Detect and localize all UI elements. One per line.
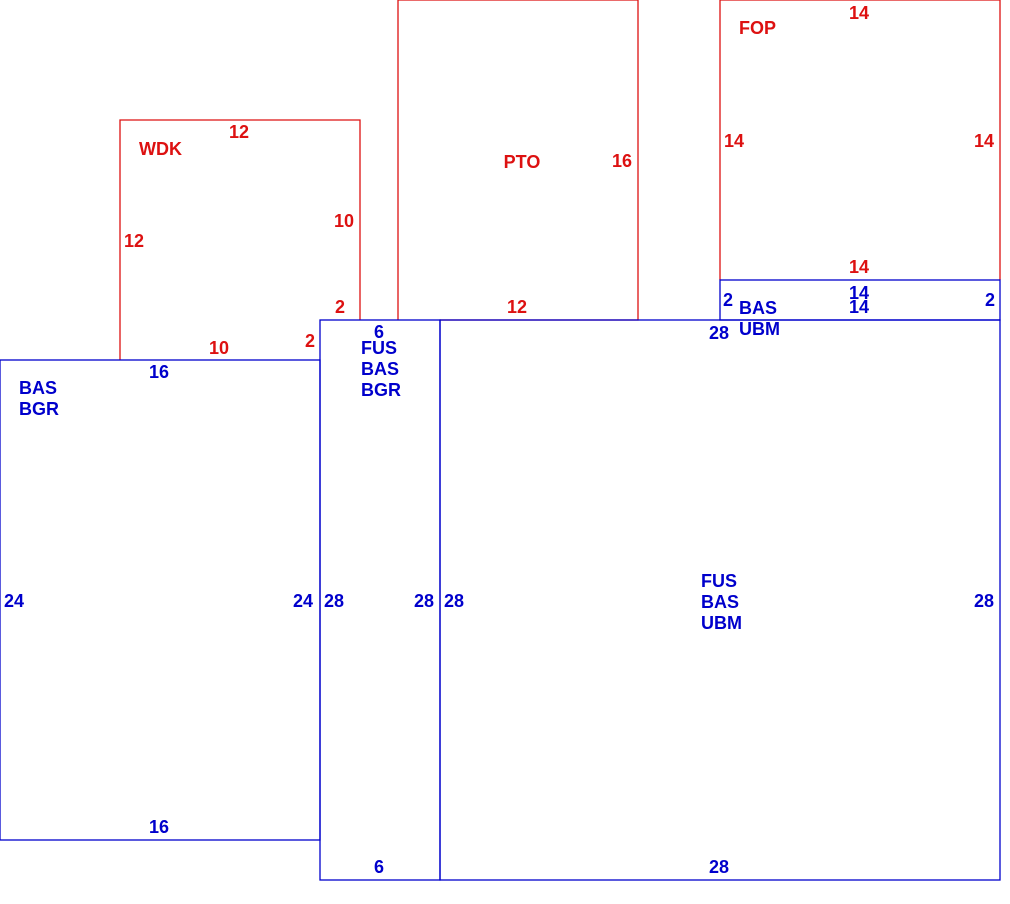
fus-bas-ubm-dim-top: 28: [709, 323, 729, 343]
fus-bas-ubm-area: FUS BAS UBM 28 28 28 28: [439, 319, 1001, 881]
fus-bas-bgr-dim-left: 28: [324, 591, 344, 611]
bas-bgr-area: BAS BGR 16 24 24 16: [0, 359, 321, 841]
fus-bas-bgr-label-3: BGR: [361, 380, 401, 400]
wdk-dim-right: 10: [334, 211, 354, 231]
bas-bgr-label-2: BGR: [19, 399, 59, 419]
fop-dim-bottom: 14: [849, 257, 869, 277]
bas-bgr-dim-right: 24: [293, 591, 313, 611]
wdk-dim-left: 12: [124, 231, 144, 251]
fus-bas-ubm-label-2: BAS: [701, 592, 739, 612]
fus-bas-ubm-outline: [439, 319, 1001, 881]
fus-bas-ubm-dim-right: 28: [974, 591, 994, 611]
wdk-code: WDK: [139, 139, 182, 159]
fus-bas-bgr-label-2: BAS: [361, 359, 399, 379]
fop-outline: [719, 0, 1001, 280]
fus-bas-ubm-label-1: FUS: [701, 571, 737, 591]
fus-bas-ubm-dim-bottom: 28: [709, 857, 729, 877]
bas-ubm-strip-dim-bottom: 14: [849, 297, 869, 317]
bas-ubm-strip-label-1: BAS: [739, 298, 777, 318]
bas-ubm-strip-dim-top: 14: [849, 283, 869, 303]
bas-bgr-label-1: BAS: [19, 378, 57, 398]
bas-bgr-dim-top: 16: [149, 362, 169, 382]
bas-ubm-strip-label-2: UBM: [739, 319, 780, 339]
wdk-dim-bottom: 10: [209, 338, 229, 358]
wdk-dim-top: 12: [229, 122, 249, 142]
bas-bgr-dim-bottom: 16: [149, 817, 169, 837]
fus-bas-ubm-label-3: UBM: [701, 613, 742, 633]
fus-bas-bgr-dim-right: 28: [414, 591, 434, 611]
wdk-outline: [119, 119, 361, 360]
fop-dim-left: 14: [724, 131, 744, 151]
bas-ubm-strip-area: BAS UBM 14 14 2 2: [719, 279, 1001, 339]
wdk-dim-right-notch: 2: [335, 297, 345, 317]
fop-area: FOP 14 14 14 14: [719, 0, 1001, 280]
pto-area: PTO 16 12: [397, 0, 639, 321]
pto-dim-right: 16: [612, 151, 632, 171]
fop-dim-right: 14: [974, 131, 994, 151]
pto-code: PTO: [504, 152, 541, 172]
fus-bas-bgr-label-1: FUS: [361, 338, 397, 358]
bas-ubm-strip-dim-right: 2: [985, 290, 995, 310]
wdk-area: WDK 12 12 10 2 10 2: [119, 119, 361, 360]
fus-bas-bgr-dim-bottom: 6: [374, 857, 384, 877]
fop-dim-top: 14: [849, 3, 869, 23]
bas-ubm-strip-dim-left: 2: [723, 290, 733, 310]
fus-bas-bgr-dim-top: 6: [374, 322, 384, 342]
bas-bgr-outline: [0, 359, 321, 841]
wdk-dim-step: 2: [305, 331, 315, 351]
fus-bas-ubm-dim-left: 28: [444, 591, 464, 611]
fop-code: FOP: [739, 18, 776, 38]
fus-bas-bgr-area: FUS BAS BGR 6 28 28 6: [319, 319, 441, 881]
bas-bgr-dim-left: 24: [4, 591, 24, 611]
pto-dim-bottom: 12: [507, 297, 527, 317]
